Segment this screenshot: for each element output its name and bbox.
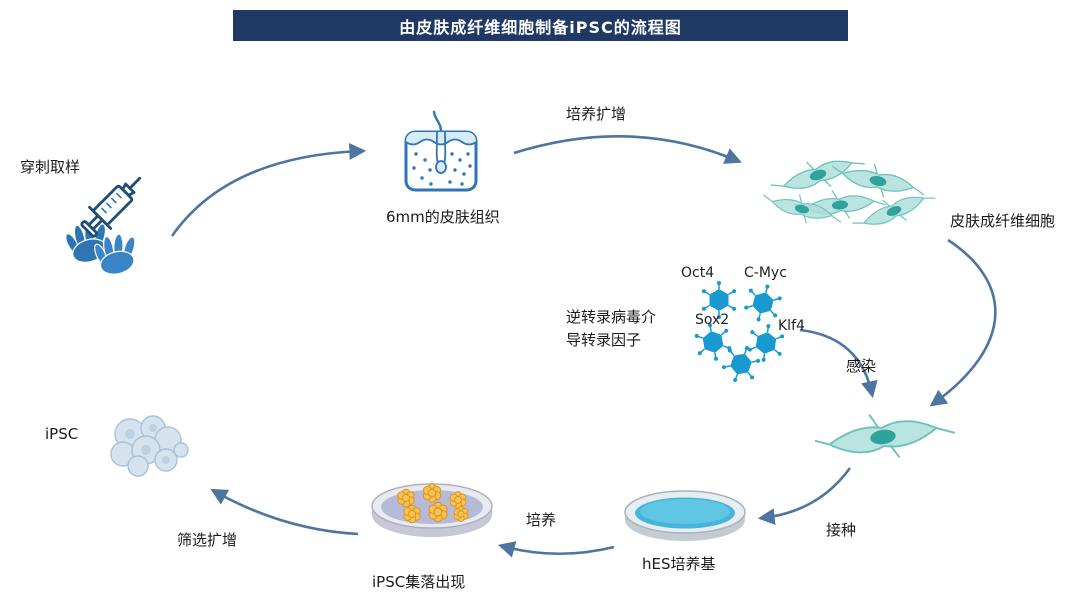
label-factor-cmyc: C-Myc: [744, 265, 787, 281]
label-factor-oct4: Oct4: [681, 265, 715, 281]
syringe-hands-icon: [65, 176, 142, 275]
edge-label-culture: 培养: [526, 511, 557, 529]
fibroblast-cells-icon: [760, 144, 940, 241]
arrow-factors-to-cell: [799, 328, 878, 399]
infected-fibroblast-icon: [815, 402, 955, 471]
arrow-skin-to-fibroblasts: [513, 135, 742, 164]
arrow-colonies-to-ipsc: [210, 488, 359, 536]
edge-label-infect: 感染: [846, 357, 877, 375]
label-factor-sox2: Sox2: [695, 312, 730, 328]
label-ipsc-colonies: iPSC集落出现: [372, 573, 466, 591]
label-sampling: 穿刺取样: [20, 158, 81, 176]
label-factor-klf4: Klf4: [778, 318, 805, 334]
skin-tissue-icon: [404, 110, 478, 192]
edge-label-screen: 筛选扩增: [177, 531, 238, 549]
arrow-sampling-to-skin: [170, 143, 367, 237]
ipsc-colonies-dish-icon: [371, 483, 493, 537]
edge-label-expand: 培养扩增: [566, 105, 627, 123]
label-skin-tissue: 6mm的皮肤组织: [386, 208, 500, 226]
edge-label-seed: 接种: [826, 521, 857, 539]
hes-medium-dish-icon: [624, 490, 746, 541]
hands-shape: [65, 221, 136, 275]
arrow-hes-to-colonies: [497, 541, 615, 558]
arrow-cell-to-hes: [757, 467, 852, 526]
label-hes-medium: hES培养基: [642, 555, 716, 573]
label-fibroblasts: 皮肤成纤维细胞: [950, 212, 1056, 230]
title-bar: 由皮肤成纤维细胞制备iPSC的流程图: [233, 10, 848, 41]
label-ipsc: iPSC: [45, 425, 79, 443]
arrow-fibroblasts-to-cell: [929, 238, 997, 407]
ipsc-cell-cluster-icon: [110, 415, 189, 477]
syringe-shape: [80, 176, 142, 238]
label-transcription-factors: 逆转录病毒介 导转录因子: [566, 308, 657, 349]
page-title: 由皮肤成纤维细胞制备iPSC的流程图: [399, 17, 682, 37]
